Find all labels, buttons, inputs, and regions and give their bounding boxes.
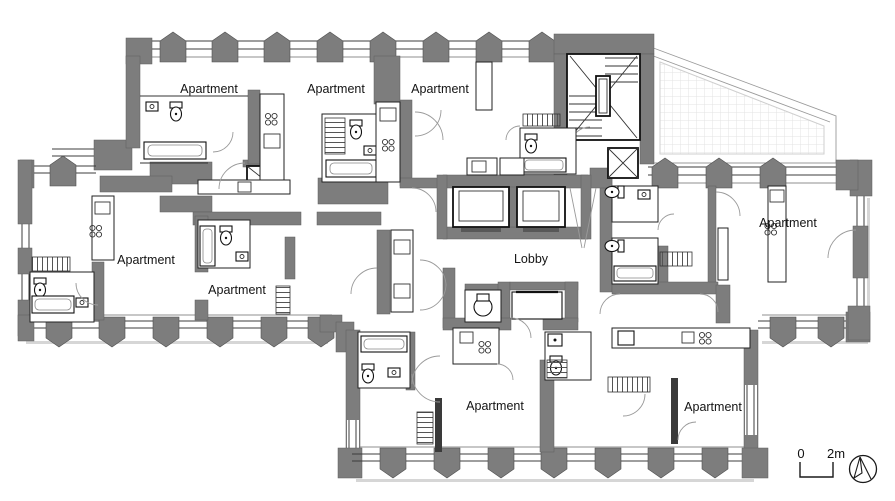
door-arcs [75, 109, 857, 441]
scale-bar: 0 2m [797, 446, 845, 478]
room-label-apartment-top-middle: Apartment [307, 82, 365, 96]
room-label-lobby: Lobby [514, 252, 549, 266]
room-label-apartment-middle-left: Apartment [208, 283, 266, 297]
scale-start-label: 0 [797, 446, 804, 461]
room-label-apartment-bottom-middle: Apartment [466, 399, 524, 413]
scale-end-label: 2m [827, 446, 845, 461]
shadow-lines [26, 198, 870, 482]
room-label-apartment-top-right: Apartment [411, 82, 469, 96]
room-label-apartment-east: Apartment [759, 216, 817, 230]
room-label-apartment-bottom-right: Apartment [684, 400, 742, 414]
fixtures [29, 61, 787, 445]
room-label-apartment-top-left: Apartment [180, 82, 238, 96]
elevator-core [246, 165, 592, 240]
room-label-apartment-west: Apartment [117, 253, 175, 267]
room-labels: Apartment Apartment Apartment Apartment … [117, 82, 817, 414]
elevator-shaft-left [452, 186, 510, 228]
elevator-shaft-right [516, 186, 566, 228]
terrace [647, 45, 837, 164]
north-arrow-icon [848, 454, 878, 484]
